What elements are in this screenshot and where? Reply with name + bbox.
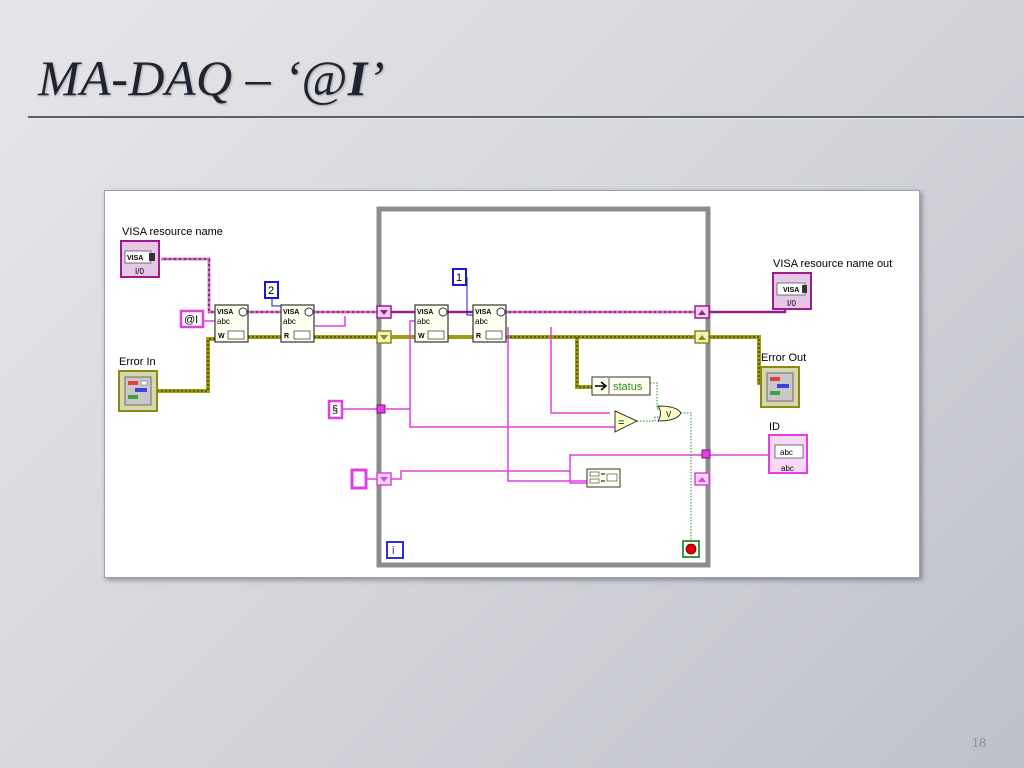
svg-text:V: V: [666, 410, 672, 419]
slide-title: MA-DAQ – ‘@I’: [38, 48, 385, 108]
visa-wires: [161, 257, 787, 314]
or-gate[interactable]: V: [657, 405, 682, 422]
svg-text:§: §: [332, 404, 338, 416]
svg-text:abc: abc: [283, 317, 296, 326]
title-bold: I: [347, 50, 368, 106]
visa-resource-name-out-label: VISA resource name out: [773, 258, 892, 270]
terminator-constant[interactable]: §: [327, 399, 344, 420]
visa-resource-name-out-indicator[interactable]: VISA I/0: [772, 272, 812, 310]
svg-text:VISA: VISA: [475, 309, 491, 316]
svg-text:i: i: [392, 545, 394, 557]
svg-text:status: status: [613, 381, 643, 393]
read-count-constant-1[interactable]: 1: [452, 268, 467, 286]
id-indicator[interactable]: abc abc: [768, 434, 808, 474]
visa-write-2[interactable]: VISA abc W: [414, 304, 449, 343]
svg-text:VISA: VISA: [217, 309, 233, 316]
svg-text:@I: @I: [184, 314, 198, 326]
svg-text:W: W: [218, 333, 225, 340]
byte-count-constant-2[interactable]: 2: [264, 281, 279, 299]
shift-register-error-left[interactable]: [376, 330, 392, 344]
svg-text:abc: abc: [217, 317, 230, 326]
svg-text:I/0: I/0: [135, 267, 144, 276]
svg-text:abc: abc: [417, 317, 430, 326]
concatenate-strings[interactable]: [586, 468, 621, 488]
svg-text:abc: abc: [475, 317, 488, 326]
svg-text:abc: abc: [781, 464, 794, 473]
page-number: 18: [972, 736, 986, 751]
svg-text:abc: abc: [780, 448, 793, 457]
empty-string-constant[interactable]: [350, 468, 368, 490]
shift-register-error-right[interactable]: [694, 330, 710, 344]
labview-block-diagram: VISA resource name VISA I/0 @I Error In …: [104, 190, 920, 578]
tunnel-terminator: [376, 404, 386, 414]
visa-write-1[interactable]: VISA abc W: [214, 304, 249, 343]
visa-read-1[interactable]: VISA abc R: [280, 304, 315, 343]
svg-text:I/0: I/0: [787, 299, 796, 308]
svg-text:2: 2: [268, 285, 274, 297]
error-out-indicator[interactable]: [760, 366, 800, 408]
title-divider: [28, 116, 1024, 118]
shift-register-string-right[interactable]: [694, 472, 710, 486]
shift-register-visa-left[interactable]: [376, 305, 392, 319]
svg-text:R: R: [476, 333, 481, 340]
svg-text:VISA: VISA: [783, 287, 799, 294]
command-constant-@I[interactable]: @I: [179, 309, 205, 329]
visa-resource-name-control[interactable]: VISA I/0: [120, 240, 160, 278]
svg-text:R: R: [284, 333, 289, 340]
while-loop-frame[interactable]: [376, 206, 711, 568]
error-in-label: Error In: [119, 356, 156, 368]
tunnel-id: [701, 449, 711, 459]
svg-text:W: W: [418, 333, 425, 340]
error-out-label: Error Out: [761, 352, 806, 364]
svg-text:VISA: VISA: [283, 309, 299, 316]
loop-stop-condition[interactable]: [682, 540, 700, 558]
shift-register-visa-right[interactable]: [694, 305, 710, 319]
visa-resource-name-label: VISA resource name: [122, 226, 223, 238]
svg-text:=: =: [618, 417, 624, 429]
svg-text:VISA: VISA: [127, 255, 143, 262]
error-wires: [153, 335, 761, 393]
svg-text:VISA: VISA: [417, 309, 433, 316]
error-in-control[interactable]: [118, 370, 158, 412]
title-suffix: ’: [367, 50, 385, 106]
title-divider-highlight: [28, 118, 1024, 119]
svg-text:1: 1: [456, 272, 462, 284]
shift-register-string-left[interactable]: [376, 472, 392, 486]
visa-read-2[interactable]: VISA abc R: [472, 304, 507, 343]
id-label: ID: [769, 421, 780, 433]
unbundle-status[interactable]: status: [591, 376, 651, 396]
iteration-terminal[interactable]: i: [386, 541, 404, 559]
title-prefix: MA-DAQ – ‘@: [38, 50, 348, 106]
equal-comparator[interactable]: =: [614, 410, 639, 433]
